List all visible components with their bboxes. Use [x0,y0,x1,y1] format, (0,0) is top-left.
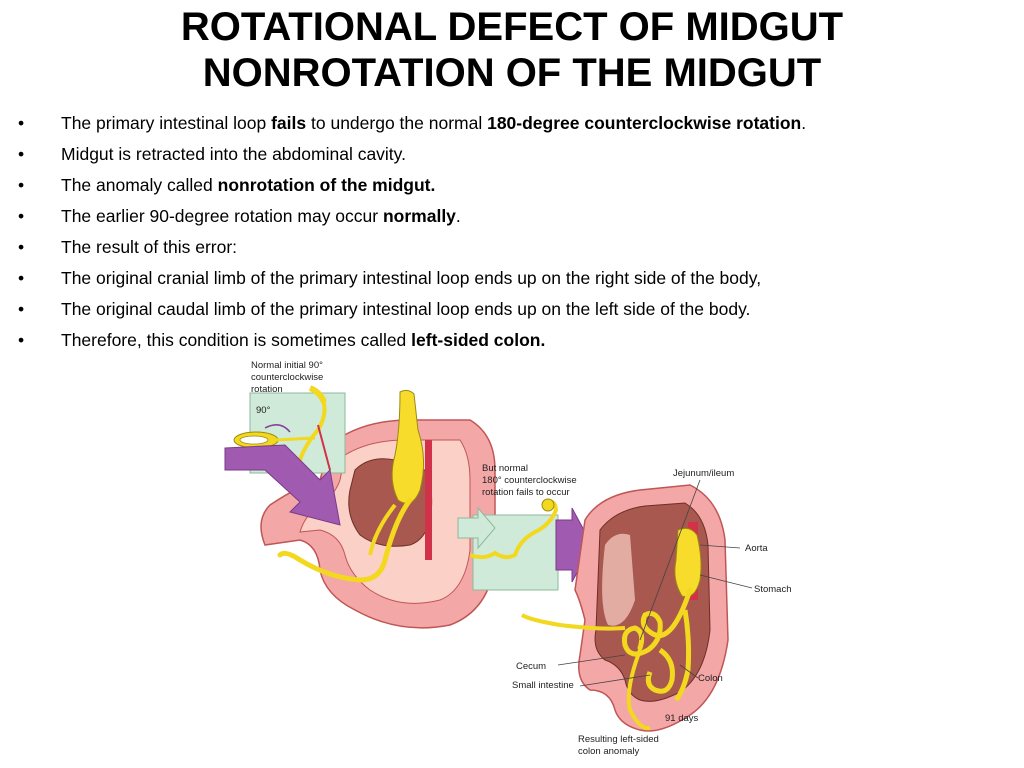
bullet-item: Therefore, this condition is sometimes c… [18,325,1008,356]
bullet-text: . [455,206,461,226]
bullet-text: to undergo the normal [306,113,488,133]
inset-caption-line-3: rotation [251,384,283,395]
bullet-text: The anomaly called [61,175,218,195]
leader-lines [557,479,753,687]
bullet-text: The primary intestinal loop [61,113,272,133]
bottom-caption-line-2: colon anomaly [578,746,640,757]
label-age: 91 days [665,713,699,724]
bullet-item: Midgut is retracted into the abdominal c… [18,139,1008,170]
inset-caption: Normal initial 90° counterclockwise rota… [251,360,323,416]
right-embryo [520,484,729,732]
bullet-text: The result of this error: [61,237,238,257]
bullet-item: The original caudal limb of the primary … [18,294,1008,325]
mid-caption: But normal 180° counterclockwise rotatio… [482,463,577,498]
label-colon: Colon [698,673,723,684]
bullet-emphasis: 180-degree counterclockwise rotation [487,113,802,133]
label-stomach: Stomach [754,584,792,595]
bullet-text: . [801,113,807,133]
label-small-intestine: Small intestine [512,680,574,691]
label-cecum: Cecum [516,661,546,672]
title-line-1: ROTATIONAL DEFECT OF MIDGUT [180,5,844,49]
inset-caption-line-1: Normal initial 90° [251,360,323,371]
bullet-emphasis: fails [271,113,307,133]
left-embryo [260,389,496,629]
mid-caption-line-1: But normal [482,463,528,474]
bullet-list: The primary intestinal loop fails to und… [18,108,1008,356]
bullet-item: The primary intestinal loop fails to und… [18,108,1008,139]
bullet-text: The original caudal limb of the primary … [61,299,751,319]
bullet-text: The original cranial limb of the primary… [61,268,762,288]
arrow-2 [457,506,496,550]
label-aorta: Aorta [745,543,768,554]
bullet-text: The earlier 90-degree rotation may occur [61,206,383,226]
bullet-item: The original cranial limb of the primary… [18,263,1008,294]
bullet-emphasis: normally [382,206,456,226]
bullet-emphasis: left-sided colon. [411,330,546,350]
bullet-text: Midgut is retracted into the abdominal c… [61,144,406,164]
label-jejunum-ileum: Jejunum/ileum [673,468,734,479]
title-line-2: NONROTATION OF THE MIDGUT [202,51,822,95]
bullet-item: The result of this error: [18,232,1008,263]
inset-angle-label: 90° [256,405,271,416]
page-title: ROTATIONAL DEFECT OF MIDGUT NONROTATION … [0,4,1024,96]
inset-caption-line-2: counterclockwise [251,372,323,383]
bullet-emphasis: nonrotation of the midgut. [217,175,436,195]
bullet-item: The earlier 90-degree rotation may occur… [18,201,1008,232]
bottom-caption-line-1: Resulting left-sided [578,734,659,745]
arrow-1 [224,444,341,526]
mid-caption-line-2: 180° counterclockwise [482,475,577,486]
bullet-item: The anomaly called nonrotation of the mi… [18,170,1008,201]
bullet-text: Therefore, this condition is sometimes c… [61,330,412,350]
mid-caption-line-3: rotation fails to occur [482,487,570,498]
